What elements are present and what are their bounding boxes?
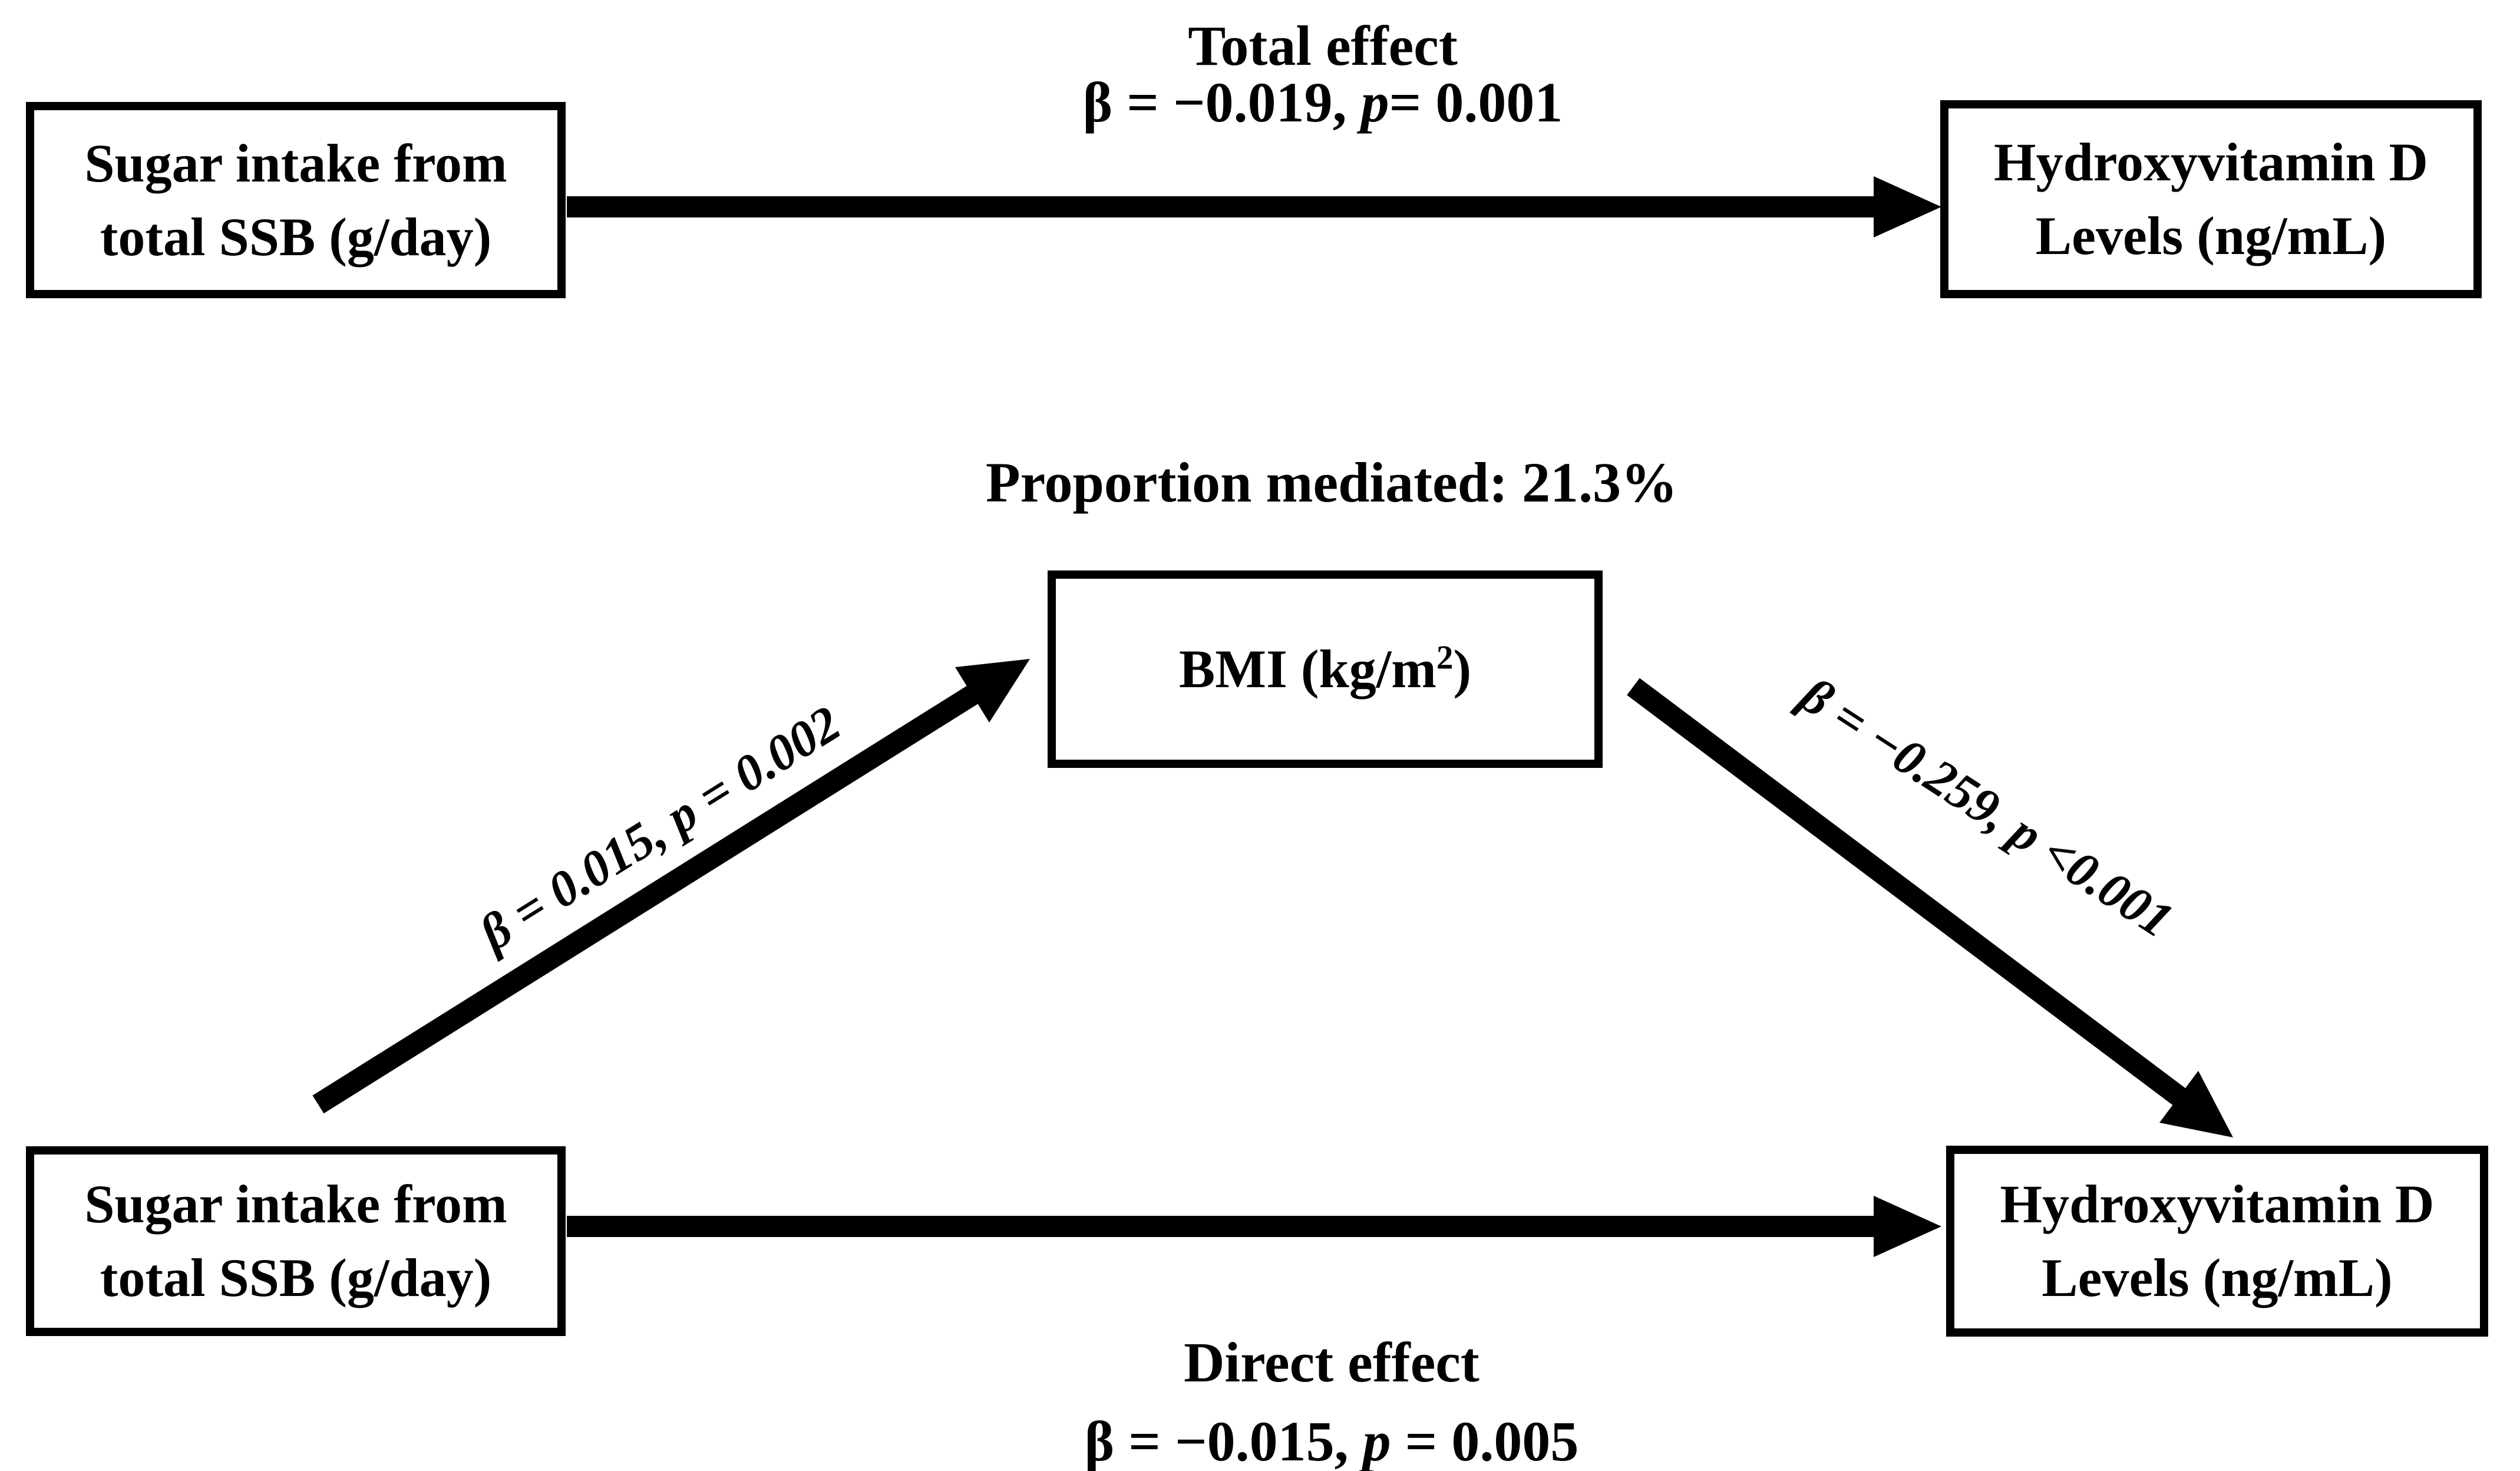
path-a-arrowhead-icon: [955, 659, 1030, 723]
outcome-box-bottom-line2: Levels (ng/mL): [2042, 1248, 2393, 1308]
mediator-box-label: BMI (kg/m2): [1179, 632, 1471, 706]
mediator-box-text: BMI (kg/m: [1178, 639, 1436, 699]
total-effect-stat: β = −0.019, p= 0.001: [848, 74, 1797, 131]
path-b-arrowhead-icon: [2159, 1071, 2233, 1137]
exposure-box-top-line2: total SSB (g/day): [100, 206, 492, 267]
direct-effect-stat-p: p: [1362, 1410, 1391, 1471]
outcome-box-bottom: Hydroxyvitamin D Levels (ng/mL): [1946, 1146, 2488, 1337]
mediator-box-superscript: 2: [1436, 639, 1454, 677]
path-a-arrow-shaft: [312, 682, 984, 1114]
proportion-mediated-text: Proportion mediated: 21.3%: [985, 451, 1678, 514]
outcome-box-top-line2: Levels (ng/mL): [2035, 206, 2387, 266]
direct-effect-label: Direct effect β = −0.015, p = 0.005: [860, 1323, 1803, 1471]
total-effect-arrowhead-icon: [1874, 176, 1941, 238]
direct-effect-stat: β = −0.015, p = 0.005: [860, 1402, 1803, 1471]
direct-effect-stat-beta: β = −0.015,: [1084, 1410, 1363, 1471]
outcome-box-top: Hydroxyvitamin D Levels (ng/mL): [1940, 100, 2482, 298]
direct-effect-arrowhead-icon: [1874, 1196, 1941, 1257]
path-a-arrow: [312, 659, 1030, 1114]
exposure-box-top-line1: Sugar intake from: [84, 133, 507, 193]
direct-effect-stat-value: = 0.005: [1391, 1410, 1579, 1471]
path-b-arrow-shaft: [1627, 678, 2187, 1106]
mediator-box: BMI (kg/m2): [1048, 570, 1603, 768]
total-effect-label: Total effect β = −0.019, p= 0.001: [848, 18, 1797, 131]
direct-effect-title: Direct effect: [1184, 1331, 1479, 1394]
total-effect-stat-p: p: [1360, 71, 1389, 134]
exposure-box-bottom-line2: total SSB (g/day): [100, 1248, 492, 1308]
total-effect-stat-value: = 0.001: [1389, 71, 1563, 134]
path-b-arrow: [1627, 678, 2233, 1137]
outcome-box-top-line1: Hydroxyvitamin D: [1994, 132, 2428, 192]
mediator-box-text-close: ): [1453, 639, 1472, 699]
exposure-box-bottom: Sugar intake from total SSB (g/day): [26, 1146, 566, 1336]
exposure-box-top: Sugar intake from total SSB (g/day): [26, 102, 566, 298]
outcome-box-bottom-line1: Hydroxyvitamin D: [2000, 1174, 2435, 1234]
proportion-mediated-label: Proportion mediated: 21.3%: [860, 453, 1803, 512]
exposure-box-bottom-line1: Sugar intake from: [84, 1174, 507, 1234]
total-effect-stat-beta: β = −0.019,: [1082, 71, 1361, 134]
direct-effect-arrow: [567, 1196, 1941, 1257]
total-effect-title: Total effect: [1188, 14, 1458, 77]
total-effect-arrow: [567, 176, 1941, 238]
